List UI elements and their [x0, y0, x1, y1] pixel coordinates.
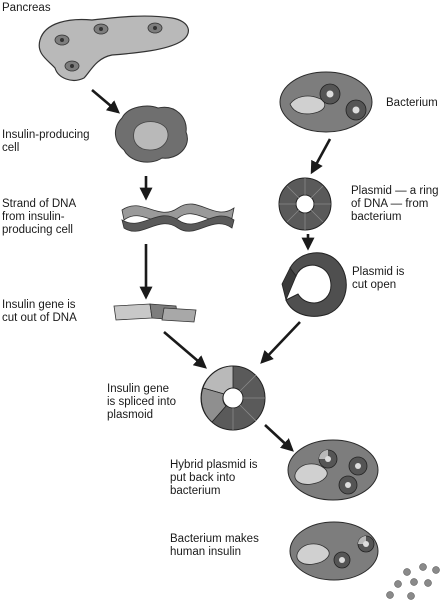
label-bacterium: Bacterium: [386, 97, 438, 109]
spliced-plasmid-illustration: [200, 365, 266, 431]
insulin-bacterium-illustration: [289, 521, 379, 581]
label-pancreas: Pancreas: [2, 2, 51, 14]
process-arrows: [91, 89, 332, 452]
bacterium-illustration: [279, 71, 373, 133]
insulin-molecules: [386, 563, 440, 600]
pancreas-illustration: [38, 15, 189, 81]
insulin-producing-cell-illustration: [115, 105, 188, 163]
dna-strand-illustration: [121, 203, 235, 232]
cut-dna-pieces-illustration: [113, 303, 197, 323]
plasmid-cut-open-illustration: [281, 252, 347, 317]
hybrid-bacterium-illustration: [287, 439, 379, 501]
plasmid-ring-illustration: [278, 177, 332, 231]
